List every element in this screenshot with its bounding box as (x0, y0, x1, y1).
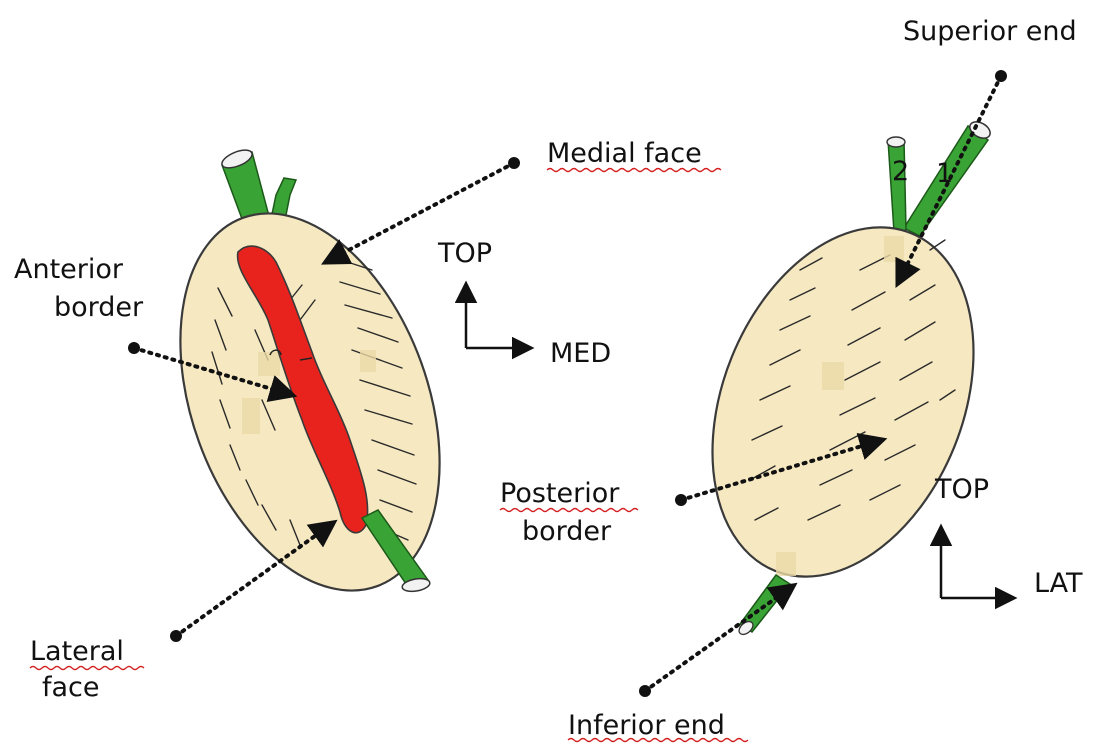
label-medial-face: Medial face (547, 138, 702, 169)
vessel-1-number: 1 (936, 158, 953, 189)
label-posterior-border-2: border (522, 516, 612, 547)
label-inferior-end: Inferior end (568, 710, 725, 741)
axis-med: MED (550, 338, 611, 369)
vessel-2-number: 2 (892, 156, 909, 187)
orientation-axes-left: TOP MED (437, 238, 611, 369)
right-organ-view: 1 2 (664, 118, 1023, 637)
label-superior-end: Superior end (903, 16, 1077, 47)
axis-top-left: TOP (437, 238, 492, 269)
label-posterior-border-1: Posterior (500, 478, 620, 509)
label-anterior-border-2: border (54, 292, 144, 323)
left-organ-view (132, 147, 488, 627)
right-organ-body (664, 188, 1023, 615)
label-anterior-border-1: Anterior (14, 254, 124, 285)
label-lateral-face-2: face (42, 672, 100, 703)
orientation-axes-right: TOP LAT (934, 474, 1083, 599)
axis-lat: LAT (1034, 568, 1083, 599)
label-lateral-face-1: Lateral (30, 636, 124, 667)
axis-top-right: TOP (934, 474, 989, 505)
